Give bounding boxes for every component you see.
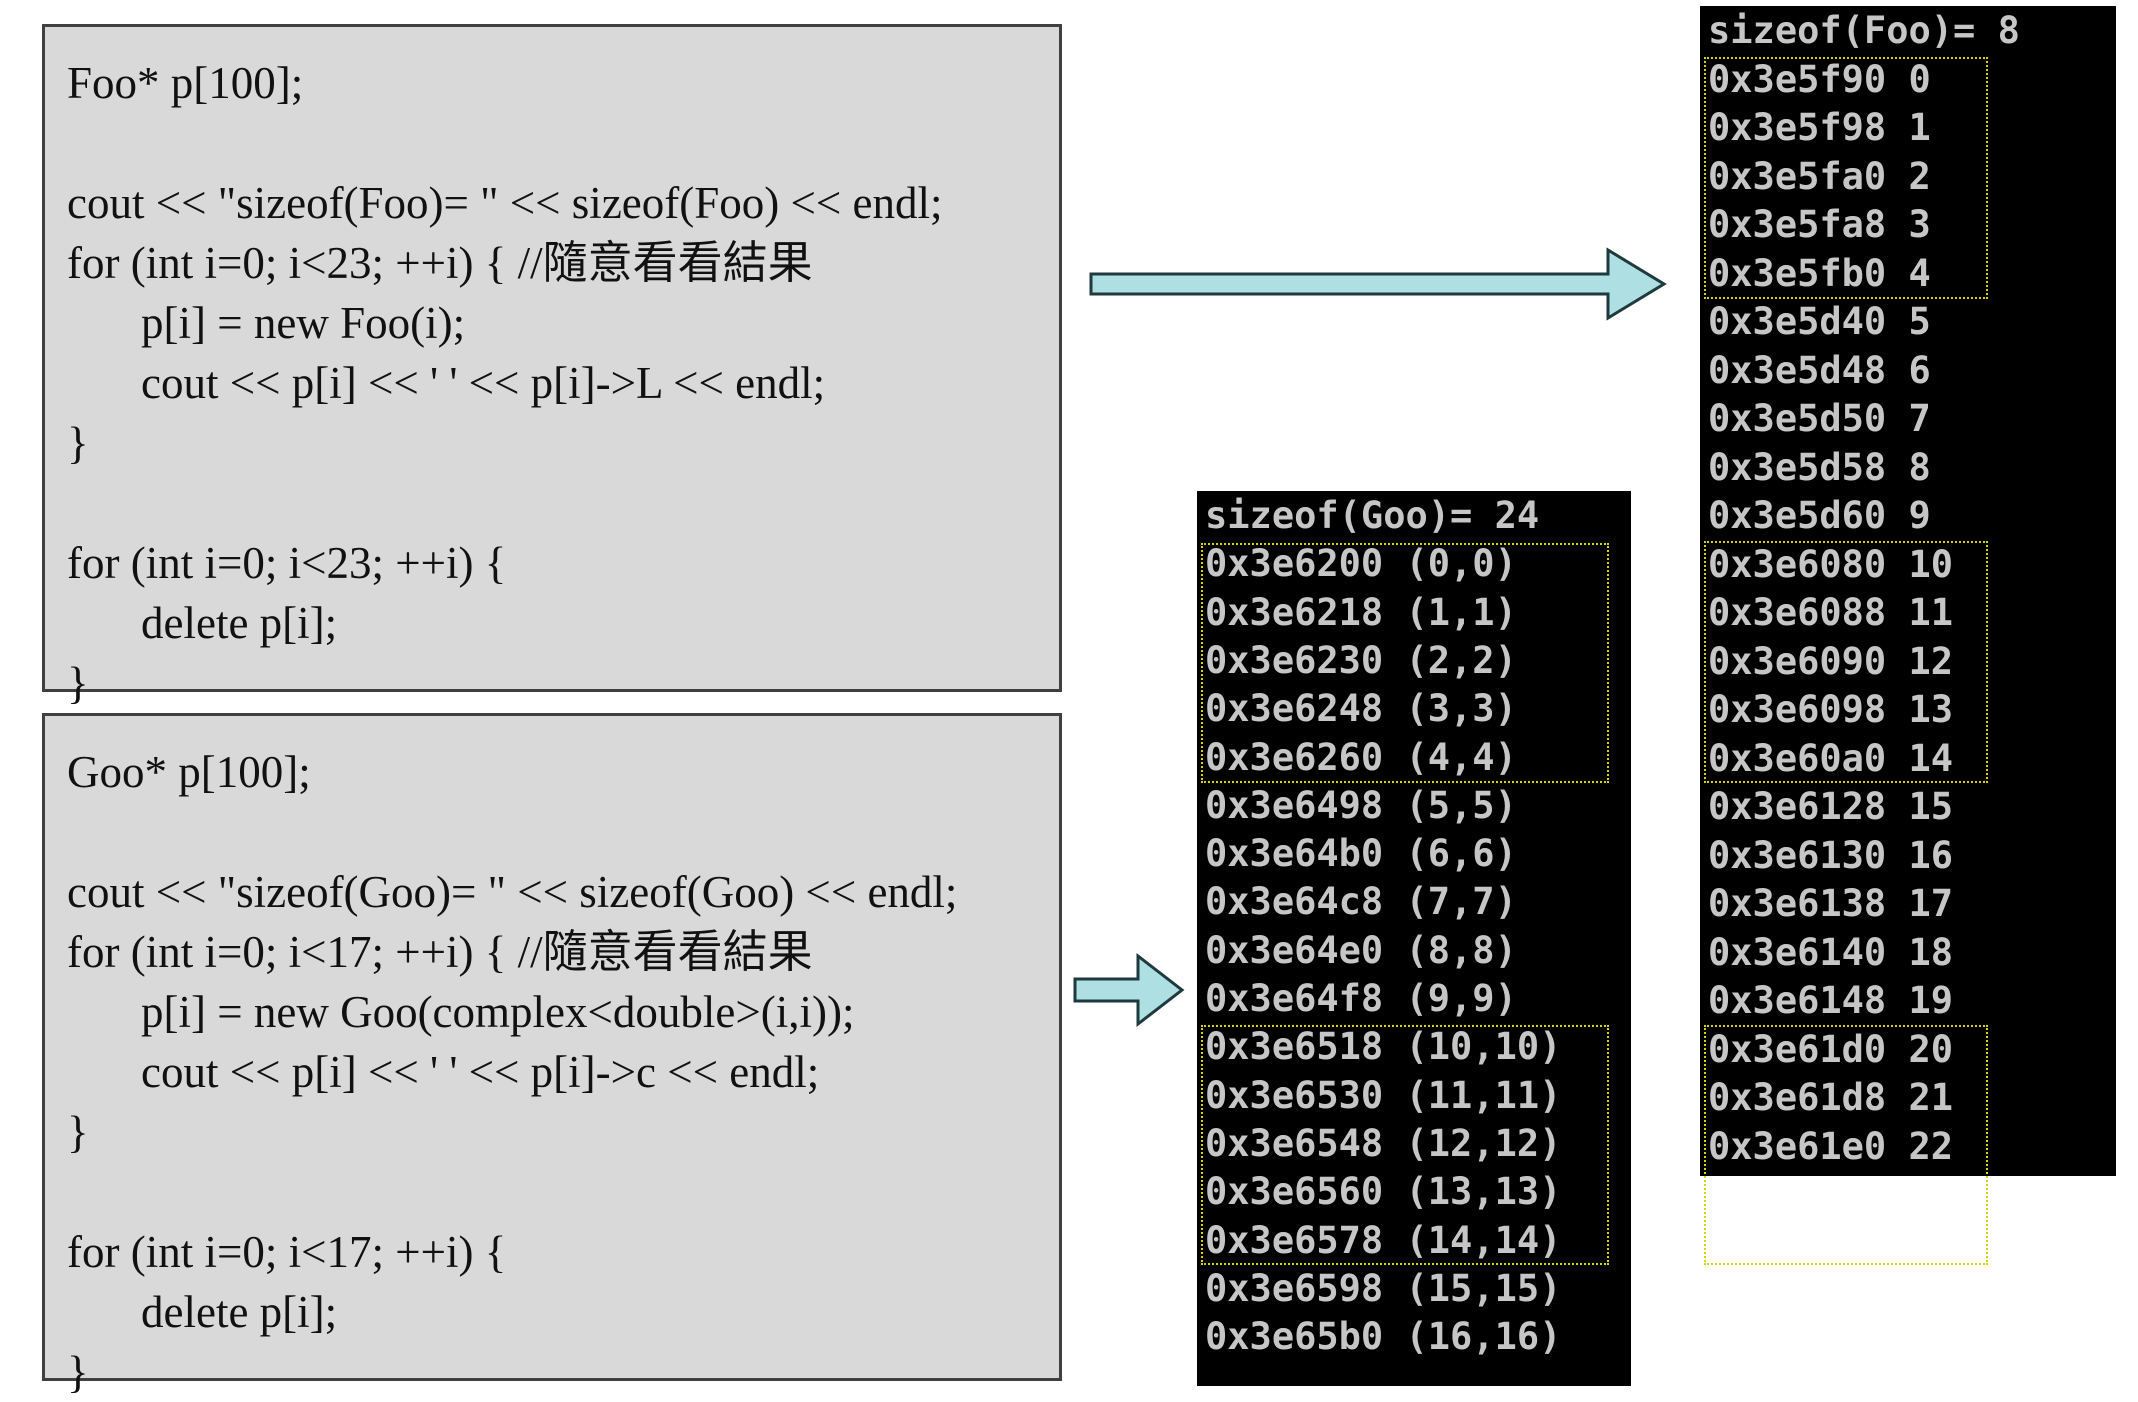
- console-address-line: 0x3e6530 (11,11): [1205, 1073, 1562, 1117]
- console-address-line: 0x3e6598 (15,15): [1205, 1266, 1562, 1310]
- code-line: cout << p[i] << ' ' << p[i]->c << endl;: [141, 1047, 820, 1097]
- console-address-line: 0x3e6130 16: [1708, 833, 1954, 877]
- goo-block-outline-2: [1201, 1025, 1609, 1265]
- console-address-line: 0x3e61d0 20: [1708, 1027, 1954, 1071]
- console-address-line: 0x3e6080 10: [1708, 542, 1954, 586]
- console-address-line: 0x3e6560 (13,13): [1205, 1170, 1562, 1214]
- code-line: Foo* p[100];: [67, 58, 304, 108]
- code-line: delete p[i];: [141, 598, 338, 648]
- console-address-line: 0x3e61d8 21: [1708, 1076, 1954, 1119]
- console-address-line: 0x3e6230 (2,2): [1205, 638, 1517, 682]
- console-address-line: 0x3e5d60 9: [1708, 494, 1931, 537]
- code-line: [67, 802, 1059, 862]
- console-address-line: 0x3e60a0 14: [1708, 736, 1954, 780]
- console-address-line: 0x3e6138 17: [1708, 882, 1954, 925]
- console-address-line: 0x3e5fb0 4: [1708, 251, 1931, 295]
- console-size-line: sizeof(Foo)= 8: [1708, 9, 2020, 52]
- code-line: delete p[i];: [141, 1287, 338, 1337]
- code-line: [67, 1162, 1059, 1222]
- console-address-line: 0x3e64f8 (9,9): [1205, 977, 1517, 1020]
- code-line: cout << p[i] << ' ' << p[i]->L << endl;: [141, 358, 826, 408]
- foo-block-outline-2: [1704, 541, 1988, 783]
- console-address-line: 0x3e6128 15: [1708, 785, 1954, 828]
- code-line: p[i] = new Foo(i);: [141, 298, 466, 348]
- code-line: for (int i=0; i<17; ++i) {: [67, 1227, 507, 1277]
- console-address-line: 0x3e6098 13: [1708, 688, 1954, 731]
- goo-console-output: sizeof(Goo)= 24 0x3e6200 (0,0)0x3e6218 (1…: [1197, 491, 1631, 1386]
- code-line: cout << "sizeof(Foo)= " << sizeof(Foo) <…: [67, 178, 943, 228]
- goo-code-box: Goo* p[100]; cout << "sizeof(Goo)= " << s…: [42, 713, 1062, 1397]
- code-line: }: [67, 658, 89, 708]
- arrow-shape: [1073, 952, 1185, 1028]
- code-line: for (int i=0; i<23; ++i) { //隨意看看結果: [67, 238, 813, 288]
- code-line: [67, 473, 1059, 533]
- console-address-line: 0x3e5d48 6: [1708, 348, 1931, 392]
- console-address-line: 0x3e6218 (1,1): [1205, 590, 1517, 634]
- goo-block-outline-1: [1201, 543, 1609, 783]
- console-address-line: 0x3e64b0 (6,6): [1205, 832, 1517, 876]
- code-line: }: [67, 1107, 89, 1157]
- console-address-line: 0x3e6140 18: [1708, 930, 1954, 974]
- console-address-line: 0x3e6148 19: [1708, 979, 1954, 1022]
- code-line: }: [67, 1347, 89, 1397]
- arrow-to-foo-output: [1089, 247, 1667, 321]
- console-address-line: 0x3e5fa0 2: [1708, 154, 1931, 198]
- console-address-line: 0x3e6260 (4,4): [1205, 735, 1517, 779]
- console-address-line: 0x3e6088 11: [1708, 591, 1954, 634]
- console-address-line: 0x3e5d40 5: [1708, 300, 1931, 343]
- console-address-line: 0x3e61e0 22: [1708, 1124, 1954, 1168]
- console-address-line: 0x3e5f90 0: [1708, 57, 1931, 101]
- code-line: }: [67, 418, 89, 468]
- code-line: p[i] = new Goo(complex<double>(i,i));: [141, 987, 855, 1037]
- console-address-line: 0x3e65b0 (16,16): [1205, 1315, 1562, 1359]
- console-address-line: 0x3e6548 (12,12): [1205, 1121, 1562, 1165]
- console-address-line: 0x3e64e0 (8,8): [1205, 928, 1517, 972]
- foo-block-outline-3: [1704, 1025, 1988, 1265]
- console-address-line: 0x3e5f98 1: [1708, 106, 1931, 149]
- console-address-line: 0x3e6498 (5,5): [1205, 783, 1517, 827]
- foo-block-outline-1: [1704, 57, 1988, 299]
- console-address-line: 0x3e6578 (14,14): [1205, 1218, 1562, 1262]
- console-address-line: 0x3e64c8 (7,7): [1205, 880, 1517, 924]
- console-address-line: 0x3e5d58 8: [1708, 445, 1931, 489]
- code-line: [67, 113, 1059, 173]
- arrow-to-goo-output: [1073, 952, 1185, 1028]
- foo-console-output: sizeof(Foo)= 8 0x3e5f90 0 0x3e5f98 1 0x3e5f…: [1700, 6, 2116, 1176]
- foo-code-box: Foo* p[100]; cout << "sizeof(Foo)= " << s…: [42, 24, 1062, 708]
- console-address-line: 0x3e6200 (0,0): [1205, 542, 1517, 586]
- code-line: cout << "sizeof(Goo)= " << sizeof(Goo) <…: [67, 867, 958, 917]
- console-address-line: 0x3e6090 12: [1708, 639, 1954, 683]
- code-line: Goo* p[100];: [67, 747, 311, 797]
- code-line: for (int i=0; i<17; ++i) { //隨意看看結果: [67, 927, 813, 977]
- code-line: for (int i=0; i<23; ++i) {: [67, 538, 507, 588]
- arrow-shape: [1089, 247, 1667, 321]
- console-address-line: 0x3e5fa8 3: [1708, 203, 1931, 246]
- console-size-line: sizeof(Goo)= 24: [1205, 494, 1540, 537]
- console-address-line: 0x3e5d50 7: [1708, 397, 1931, 440]
- console-address-line: 0x3e6248 (3,3): [1205, 687, 1517, 731]
- console-address-line: 0x3e6518 (10,10): [1205, 1025, 1562, 1069]
